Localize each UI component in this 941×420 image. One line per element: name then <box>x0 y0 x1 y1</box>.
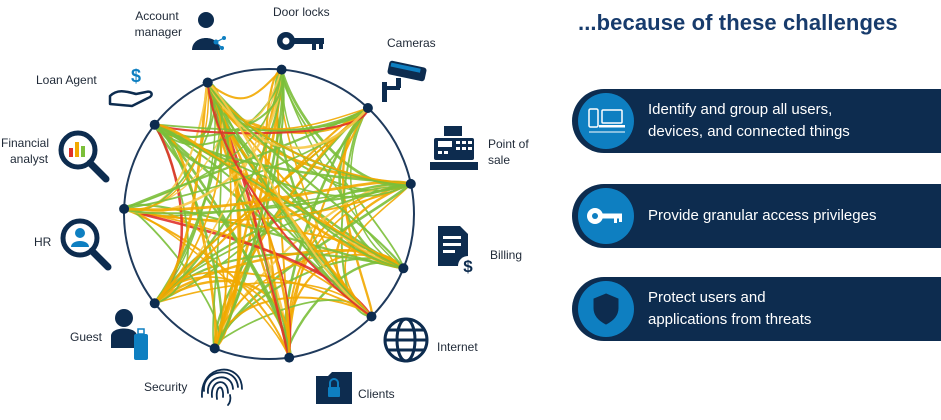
chart-magnifier-icon <box>58 130 110 183</box>
key-icon <box>587 208 622 224</box>
shield-icon <box>593 293 619 325</box>
card-badge <box>578 93 634 149</box>
connection-line <box>154 107 369 135</box>
node-dots <box>119 64 416 363</box>
connection-line <box>206 82 292 358</box>
connection-line <box>207 68 283 100</box>
connection-line <box>124 82 210 210</box>
node-label-security: Security <box>144 380 187 394</box>
camera-icon <box>382 60 427 102</box>
node-label-financial-analyst: Financial analyst <box>1 136 52 166</box>
connection-line <box>213 69 283 349</box>
node-dot <box>284 352 295 363</box>
key-icon <box>277 32 324 50</box>
connection-line <box>207 81 373 318</box>
node-label-guest: Guest <box>70 330 103 344</box>
hr-magnifier-icon <box>60 218 112 271</box>
connectivity-ring <box>123 68 415 360</box>
svg-text:$: $ <box>463 257 473 276</box>
challenges-heading: ...because of these challenges <box>578 10 898 35</box>
node-dot <box>149 119 160 130</box>
node-dot <box>119 203 130 214</box>
fingerprint-icon <box>201 368 243 406</box>
node-dot <box>366 311 377 322</box>
node-label-point-of-sale: Point of sale <box>488 137 532 167</box>
node-dot <box>362 103 373 113</box>
account-manager-icon <box>192 12 226 50</box>
connection-line <box>154 123 412 198</box>
connection-line <box>212 299 373 350</box>
card-line: devices, and connected things <box>648 123 850 140</box>
globe-icon <box>383 317 429 363</box>
node-label-billing: Billing <box>490 248 522 262</box>
connection-line <box>123 182 412 215</box>
connection-line <box>206 82 373 318</box>
billing-document-icon: $ <box>438 226 478 276</box>
connectivity-diagram: $ $ A <box>1 5 532 406</box>
svg-text:$: $ <box>131 66 141 86</box>
card-text: Protect users and applications from thre… <box>648 277 931 341</box>
connection-line <box>154 107 369 132</box>
node-label-internet: Internet <box>437 340 478 354</box>
node-label-loan-agent: Loan Agent <box>36 73 97 87</box>
node-dot <box>209 343 220 354</box>
node-label-door-locks: Door locks <box>273 5 330 19</box>
card-text: Identify and group all users, devices, a… <box>648 89 931 153</box>
challenge-card-identify: Identify and group all users, devices, a… <box>572 89 941 153</box>
connection-line <box>206 81 404 270</box>
connection-lines <box>123 68 412 359</box>
connection-line <box>206 82 405 269</box>
connection-line <box>123 203 404 270</box>
node-label-hr: HR <box>34 235 52 249</box>
connection-line <box>154 123 404 270</box>
guest-with-luggage-icon <box>111 309 148 360</box>
card-line: Protect users and <box>648 289 766 306</box>
challenge-card-access: Provide granular access privileges <box>572 184 941 248</box>
devices-icon <box>588 108 625 133</box>
connection-line <box>123 107 369 210</box>
challenge-card-protect: Protect users and applications from thre… <box>572 277 941 341</box>
card-text: Provide granular access privileges <box>648 184 931 248</box>
connection-line <box>153 82 230 170</box>
node-label-clients: Clients <box>358 387 395 401</box>
cash-register-icon <box>430 126 478 170</box>
node-dot <box>149 298 160 309</box>
node-dot <box>398 263 409 274</box>
card-line: applications from threats <box>648 311 812 328</box>
hand-dollar-icon: $ <box>108 66 153 108</box>
node-label-cameras: Cameras <box>387 36 436 50</box>
card-badge <box>578 188 634 244</box>
node-dot <box>276 64 287 75</box>
card-badge <box>578 281 634 337</box>
locked-folder-icon <box>316 372 352 404</box>
connection-line <box>213 69 284 350</box>
card-line: Provide granular access privileges <box>648 207 877 224</box>
card-line: Identify and group all users, <box>648 101 833 118</box>
node-dot <box>202 77 213 88</box>
node-dot <box>405 178 416 189</box>
node-label-account-manager: Account manager <box>135 9 182 39</box>
